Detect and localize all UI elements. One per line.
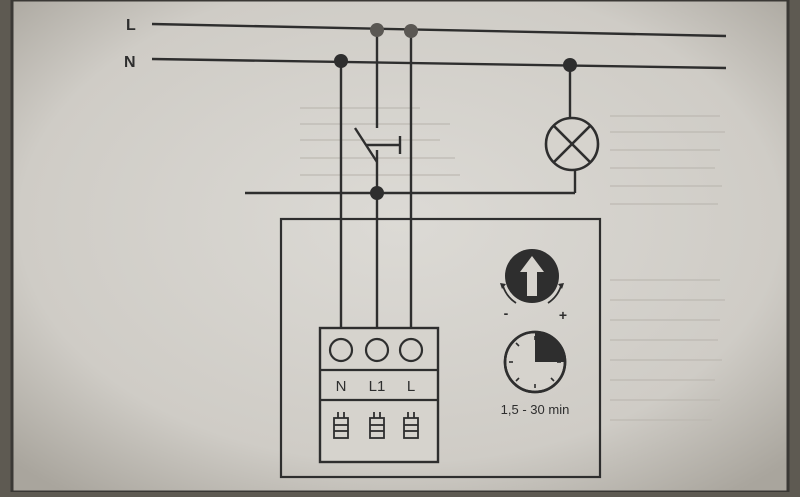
bleed-through-texture [300, 107, 725, 421]
arrow-knob-icon [500, 249, 564, 304]
junction-dot [370, 186, 384, 200]
terminal-block: N L1 L [318, 326, 440, 464]
terminal-label-l1: L1 [369, 378, 386, 395]
junction-dots [334, 23, 577, 200]
knob-plus-label: + [559, 307, 567, 323]
junction-dot [563, 58, 577, 72]
neutral-conductor [151, 57, 727, 70]
screw-clamp-icon [403, 412, 419, 439]
junction-dot [334, 54, 348, 68]
clock-icon [503, 330, 567, 394]
junction-dot [370, 23, 384, 37]
live-line-label: L [126, 17, 136, 34]
live-conductor [151, 22, 727, 38]
neutral-line-label: N [124, 54, 136, 71]
device-enclosure [279, 217, 602, 479]
screw-clamp-icon [333, 412, 349, 439]
terminal-label-l: L [407, 378, 415, 395]
screw-clamp-icon [369, 412, 385, 439]
terminal-hole [364, 337, 390, 363]
lamp-icon [544, 116, 600, 172]
terminal-hole [398, 337, 424, 363]
switch-icon [353, 127, 402, 168]
terminal-hole [328, 337, 354, 363]
terminal-label-n: N [336, 378, 347, 395]
conductors [151, 22, 727, 345]
timer-range-label: 1,5 - 30 min [501, 402, 570, 417]
junction-dot [404, 24, 418, 38]
knob-minus-label: - [504, 305, 509, 321]
